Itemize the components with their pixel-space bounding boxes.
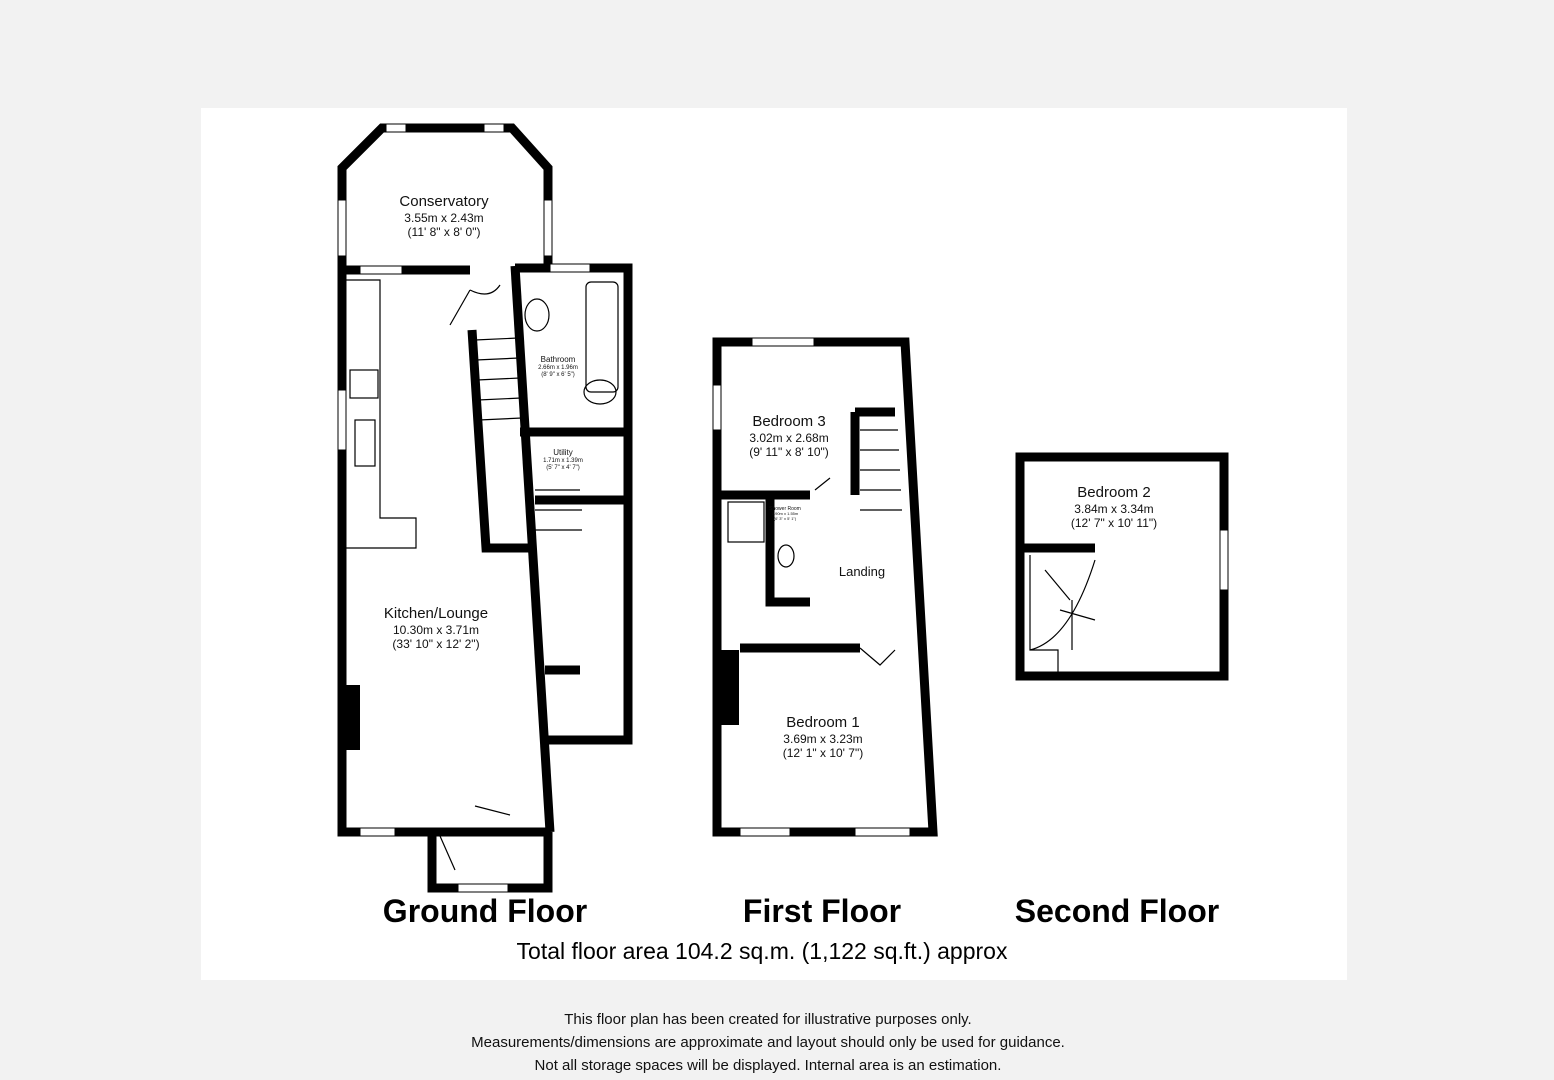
room-name: Shower Room bbox=[769, 506, 801, 512]
first-floor-title: First Floor bbox=[742, 893, 902, 929]
room-size-imperial: (12' 7" x 10' 11") bbox=[1070, 516, 1158, 531]
room-label-shower-room: Shower Room 1.90m x 1.55m (6' 3" x 5' 1"… bbox=[769, 506, 801, 522]
kitchen-outer-wall bbox=[337, 265, 550, 837]
room-size-metric: 3.02m x 2.68m bbox=[749, 431, 829, 445]
ground-floor-title: Ground Floor bbox=[382, 893, 588, 929]
room-name: Conservatory bbox=[399, 193, 489, 210]
room-label-kitchen-lounge: Kitchen/Lounge 10.30m x 3.71m (33' 10" x… bbox=[384, 605, 488, 652]
window bbox=[385, 123, 407, 133]
bath bbox=[585, 281, 619, 393]
shower-tray bbox=[727, 501, 765, 543]
toilet bbox=[777, 544, 795, 568]
room-size-imperial: (11' 8" x 8' 0") bbox=[407, 225, 481, 240]
room-size-imperial: (33' 10" x 12' 2") bbox=[392, 637, 480, 652]
porch-walls bbox=[427, 832, 553, 893]
window bbox=[1219, 529, 1229, 591]
window bbox=[359, 265, 403, 275]
disclaimer: This floor plan has been created for ill… bbox=[471, 1008, 1065, 1077]
spiral-stairs bbox=[1029, 555, 1096, 672]
toilet bbox=[524, 298, 550, 332]
room-size-metric: 10.30m x 3.71m bbox=[392, 623, 480, 637]
door-swing bbox=[814, 477, 896, 666]
window bbox=[337, 199, 347, 257]
conservatory-walls bbox=[337, 123, 553, 268]
middle-wall bbox=[510, 265, 555, 833]
stairs bbox=[535, 489, 582, 531]
chimney bbox=[717, 650, 739, 725]
room-size-metric: 3.69m x 3.23m bbox=[783, 732, 863, 746]
chimney bbox=[342, 685, 360, 750]
hob bbox=[349, 369, 379, 399]
room-label-conservatory: Conservatory 3.55m x 2.43m (11' 8" x 8' … bbox=[399, 193, 488, 240]
window bbox=[854, 827, 911, 837]
disclaimer-line: Measurements/dimensions are approximate … bbox=[471, 1034, 1065, 1051]
room-label-landing: Landing bbox=[839, 564, 885, 580]
window bbox=[751, 337, 815, 347]
second-floor-plan bbox=[1015, 452, 1229, 681]
room-size-metric: 3.84m x 3.34m bbox=[1074, 502, 1154, 516]
shower-room-wall bbox=[765, 495, 810, 607]
kitchen-worktop bbox=[346, 279, 417, 549]
door-swing bbox=[439, 805, 511, 871]
window bbox=[549, 263, 591, 273]
room-size-metric: 3.55m x 2.43m bbox=[404, 211, 484, 225]
total-floor-area: Total floor area 104.2 sq.m. (1,122 sq.f… bbox=[516, 938, 1008, 964]
stairs bbox=[860, 429, 902, 511]
window bbox=[543, 199, 553, 257]
room-name: Bedroom 2 bbox=[1077, 484, 1151, 501]
window bbox=[739, 827, 791, 837]
window bbox=[337, 389, 347, 451]
room-label-bedroom-3: Bedroom 3 3.02m x 2.68m (9' 11" x 8' 10"… bbox=[749, 413, 829, 460]
room-size-imperial: (5' 7" x 4' 7") bbox=[546, 464, 580, 471]
room-name: Bedroom 1 bbox=[786, 714, 860, 731]
room-size-imperial: (6' 3" x 5' 1") bbox=[773, 515, 797, 521]
door-swing bbox=[449, 284, 501, 326]
room-label-bathroom: Bathroom 2.66m x 1.96m (8' 9" x 6' 5") bbox=[538, 355, 578, 379]
second-floor-title: Second Floor bbox=[1014, 893, 1220, 929]
room-size-imperial: (8' 9" x 6' 5") bbox=[541, 371, 575, 378]
room-name: Bathroom bbox=[540, 355, 576, 364]
room-size-metric: 1.71m x 1.39m bbox=[543, 457, 583, 464]
window bbox=[712, 384, 722, 431]
disclaimer-line: Not all storage spaces will be displayed… bbox=[534, 1057, 1002, 1074]
sink bbox=[354, 419, 376, 467]
window bbox=[483, 123, 505, 133]
room-name: Landing bbox=[838, 564, 886, 579]
room-size-imperial: (9' 11" x 8' 10") bbox=[749, 445, 829, 460]
room-name: Kitchen/Lounge bbox=[383, 605, 489, 622]
room-size-metric: 1.90m x 1.55m bbox=[771, 511, 799, 516]
room-size-metric: 2.66m x 1.96m bbox=[538, 364, 578, 371]
window bbox=[457, 883, 509, 893]
room-name: Bedroom 3 bbox=[752, 413, 826, 430]
ground-floor-plan bbox=[337, 123, 633, 893]
room-label-bedroom-2: Bedroom 2 3.84m x 3.34m (12' 7" x 10' 11… bbox=[1071, 484, 1157, 531]
stairs bbox=[474, 337, 523, 421]
window bbox=[359, 827, 396, 837]
stair-wall bbox=[467, 329, 530, 553]
first-floor-plan bbox=[712, 337, 938, 837]
room-label-bedroom-1: Bedroom 1 3.69m x 3.23m (12' 1" x 10' 7"… bbox=[783, 714, 863, 761]
disclaimer-line: This floor plan has been created for ill… bbox=[564, 1011, 972, 1028]
room-name: Utility bbox=[553, 448, 573, 457]
room-size-imperial: (12' 1" x 10' 7") bbox=[782, 746, 864, 761]
room-label-utility: Utility 1.71m x 1.39m (5' 7" x 4' 7") bbox=[543, 448, 583, 472]
basin bbox=[583, 379, 617, 405]
